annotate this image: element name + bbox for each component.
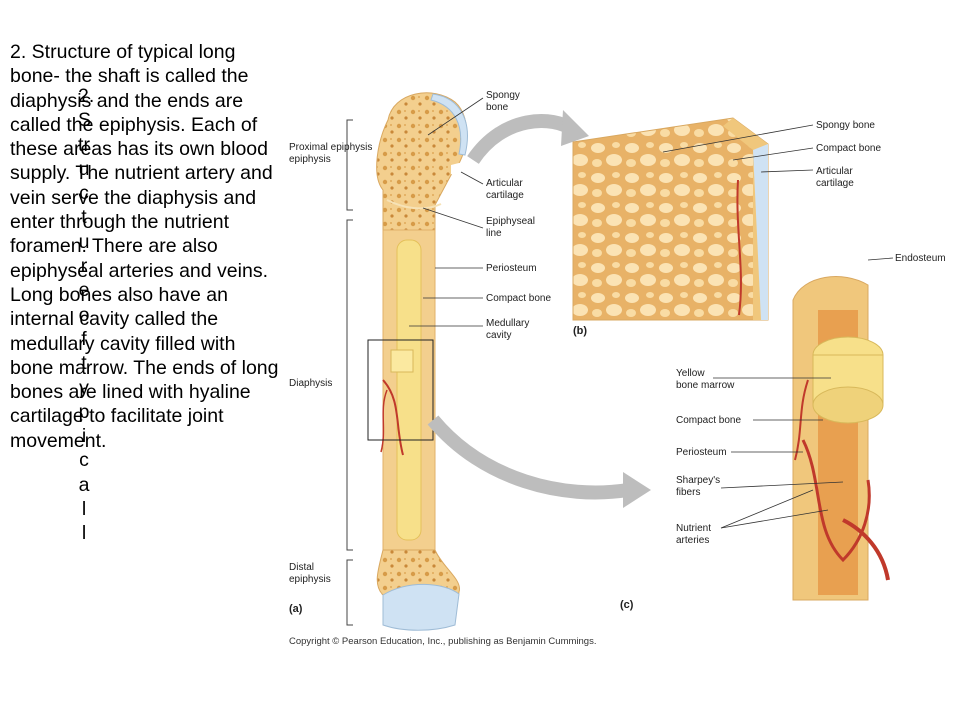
svg-text:Nutrient: Nutrient bbox=[676, 523, 711, 534]
arrow-to-c bbox=[427, 415, 630, 500]
svg-text:Epiphyseal: Epiphyseal bbox=[486, 216, 535, 227]
svg-text:line: line bbox=[486, 228, 502, 239]
svg-text:Medullary: Medullary bbox=[486, 318, 529, 329]
svg-text:epiphysis: epiphysis bbox=[289, 574, 331, 585]
svg-text:epiphysis: epiphysis bbox=[289, 154, 331, 165]
medullary-cavity-shape bbox=[396, 239, 422, 541]
label-periosteum-c: Periosteum bbox=[676, 447, 727, 458]
svg-text:Distal: Distal bbox=[289, 562, 314, 573]
svg-text:Spongy: Spongy bbox=[486, 90, 520, 101]
panel-a-long-bone bbox=[367, 92, 468, 631]
vertical-overlay-text: 2.Structure of typical l bbox=[78, 85, 95, 545]
articular-cartilage-shape bbox=[430, 93, 468, 156]
panel-c-diaphysis-cutaway bbox=[792, 276, 890, 601]
tag-a: (a) bbox=[289, 603, 303, 615]
label-diaphysis: Diaphysis bbox=[289, 378, 332, 389]
svg-text:bone marrow: bone marrow bbox=[676, 380, 735, 391]
arrow-to-b bbox=[467, 114, 578, 165]
label-compact-bone-a: Compact bone bbox=[486, 293, 551, 304]
slide-body-text: 2. Structure of typical long bone- the s… bbox=[10, 41, 279, 452]
panel-b-spongy-closeup bbox=[572, 117, 769, 321]
svg-text:Sharpey's: Sharpey's bbox=[676, 475, 720, 486]
nutrient-vessels-shape bbox=[382, 379, 404, 456]
copyright-text: Copyright © Pearson Education, Inc., pub… bbox=[289, 636, 596, 647]
tag-b: (b) bbox=[573, 325, 587, 337]
label-compact-bone-c: Compact bone bbox=[676, 415, 741, 426]
svg-text:Yellow: Yellow bbox=[676, 368, 705, 379]
svg-text:cavity: cavity bbox=[486, 330, 512, 341]
label-periosteum-a: Periosteum bbox=[486, 263, 537, 274]
region-brackets bbox=[346, 119, 353, 626]
epiphyseal-line-shape bbox=[386, 199, 442, 210]
label-spongy-bone-b: Spongy bone bbox=[816, 120, 875, 131]
svg-text:arteries: arteries bbox=[676, 535, 709, 546]
svg-text:cartilage: cartilage bbox=[486, 190, 524, 201]
long-bone-figure: Proximal epiphysis epiphysis Diaphysis D… bbox=[289, 90, 946, 647]
svg-text:fibers: fibers bbox=[676, 487, 700, 498]
panel-a-labels bbox=[409, 97, 484, 327]
label-endosteum: Endosteum bbox=[895, 253, 946, 264]
svg-text:Articular: Articular bbox=[486, 178, 523, 189]
label-proximal-epiphysis: Proximal epiphysis bbox=[289, 142, 372, 153]
svg-text:Articular: Articular bbox=[816, 166, 853, 177]
svg-text:bone: bone bbox=[486, 102, 509, 113]
inset-box-c bbox=[367, 339, 434, 441]
svg-text:cartilage: cartilage bbox=[816, 178, 854, 189]
label-compact-bone-b: Compact bone bbox=[816, 143, 881, 154]
tag-c: (c) bbox=[620, 599, 634, 611]
